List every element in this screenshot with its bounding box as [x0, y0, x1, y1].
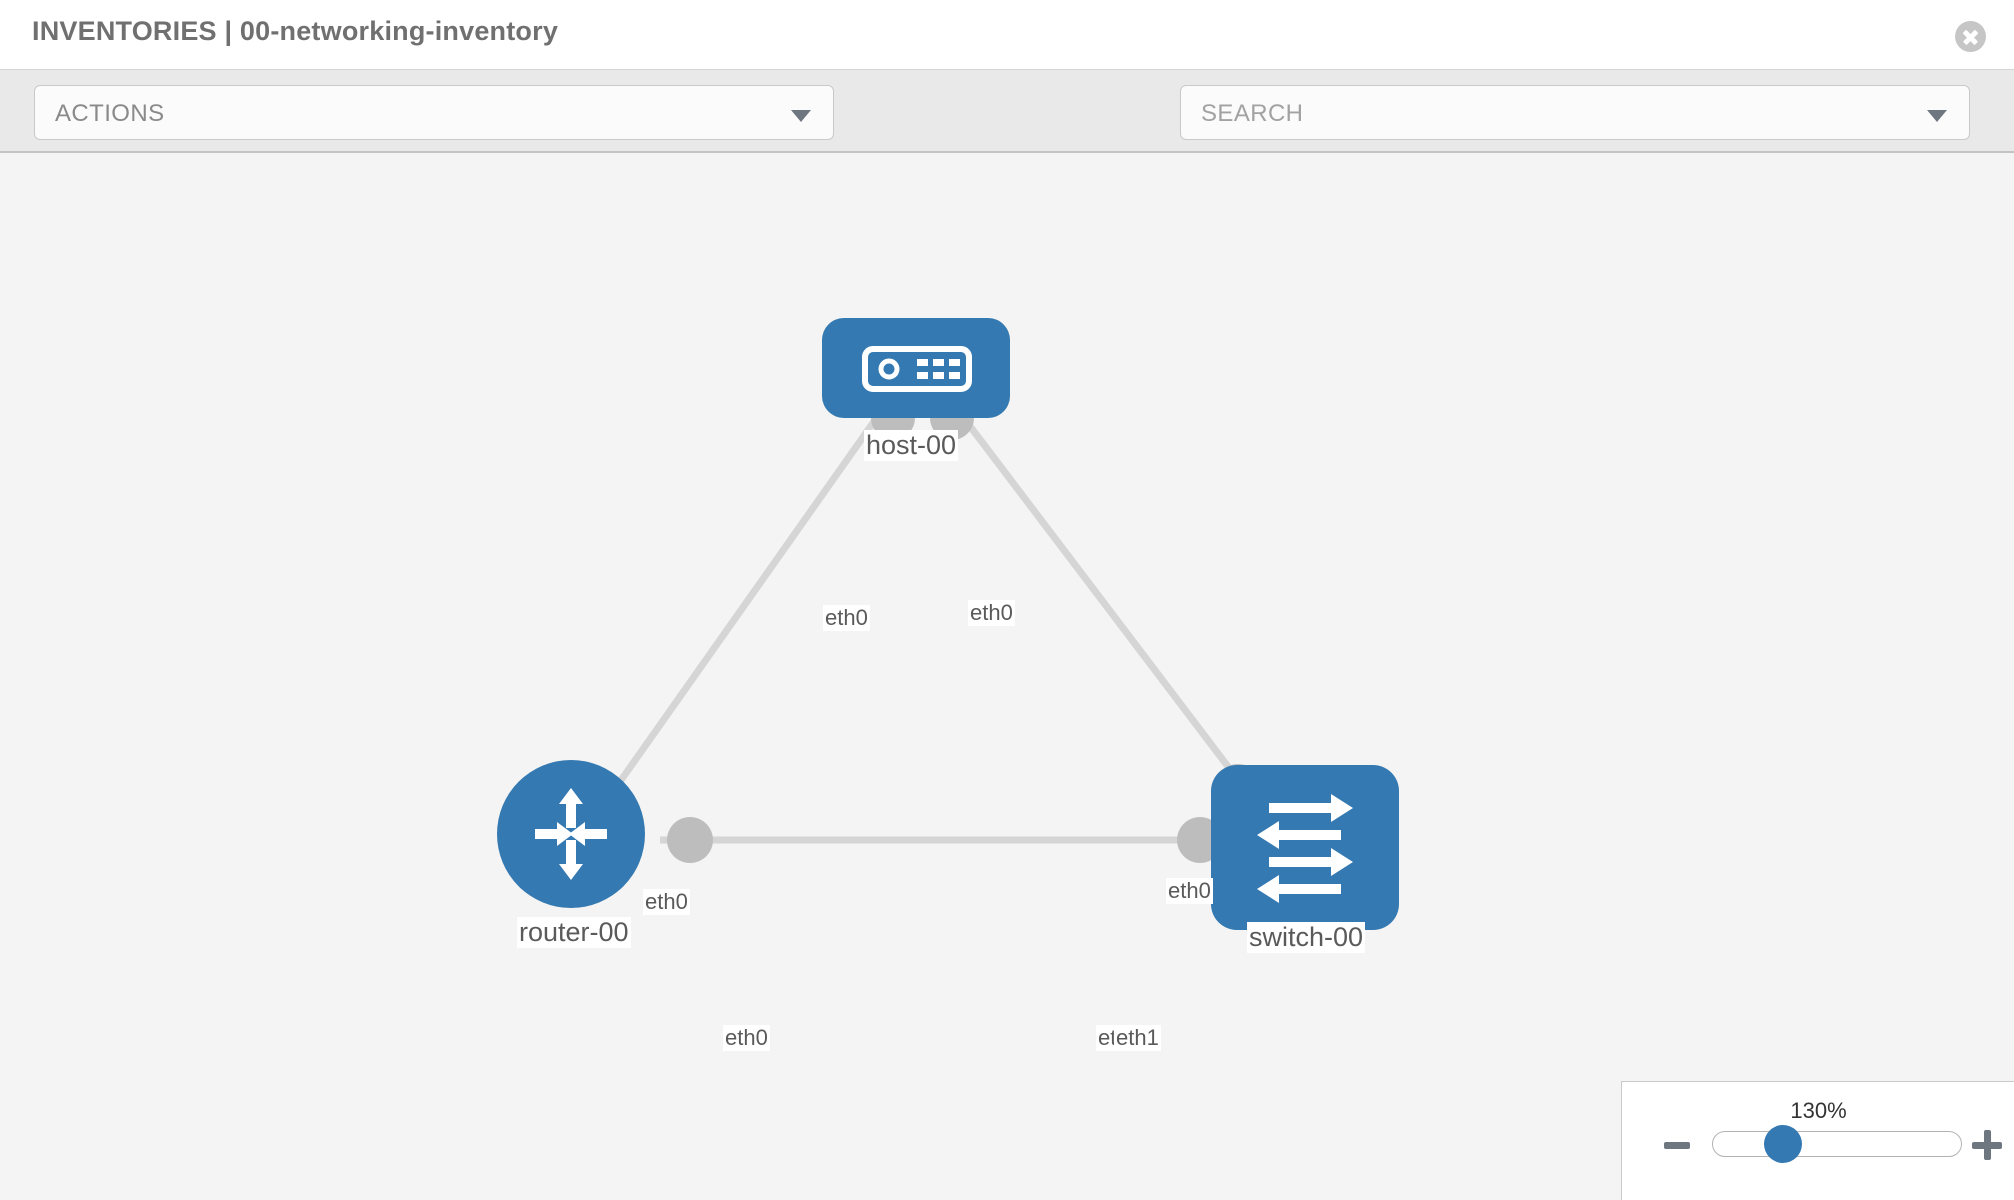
zoom-control-panel: 130% — [1621, 1081, 2014, 1200]
host-node-shape — [822, 318, 1010, 418]
link-host-switch[interactable] — [957, 410, 1251, 796]
switch-node-shape — [1211, 765, 1399, 930]
switch-node-label: switch-00 — [1247, 922, 1366, 953]
iface-label-host-left: eth0 — [823, 605, 870, 631]
zoom-in-button[interactable] — [1972, 1130, 2002, 1160]
topology-canvas[interactable]: host-00 — [0, 153, 2014, 1200]
router-node-label: router-00 — [517, 917, 631, 948]
search-input-placeholder: SEARCH — [1201, 100, 1304, 127]
host-node-label: host-00 — [864, 430, 959, 461]
plus-icon-vertical — [1983, 1130, 1991, 1160]
close-icon[interactable] — [1955, 21, 1986, 52]
topology-links-layer — [609, 396, 1262, 863]
iface-label-router-up: eth0 — [643, 889, 690, 915]
zoom-slider-thumb[interactable] — [1764, 1125, 1802, 1163]
connector-router-right[interactable] — [667, 817, 713, 863]
zoom-out-button[interactable] — [1664, 1142, 1690, 1149]
iface-label-switch-up: eth0 — [1166, 878, 1213, 904]
iface-label-router-right: eth0 — [723, 1025, 770, 1051]
search-chevron-down-icon[interactable] — [1927, 110, 1947, 122]
toolbar: ACTIONS SEARCH — [0, 69, 2014, 200]
link-router-host[interactable] — [609, 410, 883, 796]
actions-dropdown[interactable]: ACTIONS — [34, 85, 834, 140]
page-header: INVENTORIES | 00-networking-inventory — [0, 0, 2014, 69]
iface-label-host-right: eth0 — [968, 600, 1015, 626]
router-node-shape — [497, 760, 645, 908]
iface-label-switch-left: eth1 — [1114, 1025, 1161, 1051]
zoom-level-value: 130% — [1790, 1098, 1847, 1123]
actions-dropdown-label: ACTIONS — [55, 100, 165, 127]
zoom-slider-track[interactable] — [1712, 1131, 1962, 1157]
chevron-down-icon — [791, 110, 811, 122]
page-title: INVENTORIES | 00-networking-inventory — [32, 16, 559, 46]
search-input[interactable]: SEARCH — [1180, 85, 1970, 140]
